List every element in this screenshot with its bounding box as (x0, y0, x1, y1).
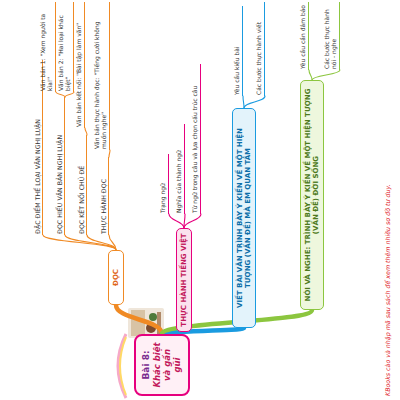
subtopic-text: Từ ngữ trong câu và lựa chọn cấu trúc câ… (192, 64, 201, 214)
node-text: Các bước thực hành nói - nghe (324, 3, 338, 69)
footnote: KBooks cào và nhập mã sau sách để xem th… (384, 184, 391, 396)
sub-branch (169, 214, 184, 228)
node-text: ĐỌC KẾT NỐI CHỦ ĐỀ (78, 136, 85, 234)
subtopic-text: THỰC HÀNH ĐỌC (100, 157, 109, 235)
node-text: Yêu cầu cần đảm bảo (300, 3, 307, 69)
node-text: Bài 8: (141, 340, 151, 390)
sub-branch (65, 235, 116, 250)
node-text: Văn bản thực hành đọc: "Tiếng cười không… (94, 3, 108, 149)
node-text: Văn bản kết nối: "Bài tập làm văn" (76, 3, 83, 127)
node-text: VIẾT BÀI VĂN TRÌNH BÀY Ý KIẾN VỀ MỘT HIỆ… (236, 113, 252, 323)
node-text: Văn bản 1: "Xem người ta kìa!" (40, 3, 54, 91)
sub-branch (109, 150, 110, 157)
photo-plant (149, 313, 157, 321)
branch-box: THỰC HÀNH TIẾNG VIỆT (176, 228, 192, 332)
reading-text: Văn bản 2: "Hai loại khác biệt" (58, 2, 74, 92)
sub-branch (243, 96, 244, 108)
subtopic-text: Yêu cầu kiểu bài (234, 6, 243, 96)
node-text: NÓI VÀ NGHE: TRÌNH BÀY Ý KIẾN VỀ MỘT HIỆ… (304, 85, 320, 305)
node-text: ĐỌC HIỂU VĂN BẢN NGHỊ LUẬN (56, 98, 63, 234)
subtopic-text: ĐỌC HIỂU VĂN BẢN NGHỊ LUẬN (56, 97, 65, 235)
reading-text: Văn bản thực hành đọc: "Tiếng cười không… (94, 2, 110, 150)
subtopic-text: Yêu cầu cần đảm bảo (300, 2, 309, 70)
node-text: ĐỌC (112, 255, 120, 300)
subtopic-text: ĐỌC KẾT NỐI CHỦ ĐỀ (78, 135, 87, 235)
sub-branch (87, 235, 116, 250)
branch-box: NÓI VÀ NGHE: TRÌNH BÀY Ý KIẾN VỀ MỘT HIỆ… (300, 80, 324, 310)
branch-box: VIẾT BÀI VĂN TRÌNH BÀY Ý KIẾN VỀ MỘT HIỆ… (232, 108, 256, 328)
main-branch (116, 305, 162, 334)
node-text: Từ ngữ trong câu và lựa chọn cấu trúc câ… (192, 65, 199, 213)
sub-branch (244, 96, 265, 108)
node-text: Trạng ngữ (160, 155, 167, 213)
node-text: THỰC HÀNH TIẾNG VIỆT (180, 233, 188, 327)
subtopic-text: Nghĩa của thành ngữ (176, 124, 185, 214)
sub-branch (184, 214, 201, 228)
sub-branch (312, 70, 340, 80)
sub-branch (109, 235, 116, 250)
rainbow-arc (120, 337, 126, 395)
node-text: Nghĩa của thành ngữ (176, 125, 183, 213)
sub-branch (43, 235, 116, 250)
subtopic-text: Các bước thực hành viết (256, 2, 265, 96)
subtopic-text: Trạng ngữ (160, 154, 169, 214)
reading-text: Văn bản 1: "Xem người ta kìa!" (40, 2, 56, 92)
subtopic-text: Các bước thực hành nói - nghe (324, 2, 340, 70)
node-text: Các bước thực hành viết (256, 3, 263, 95)
node-text: Yêu cầu kiểu bài (234, 7, 241, 95)
rainbow-arc (118, 334, 126, 398)
node-text: THỰC HÀNH ĐỌC (100, 158, 107, 234)
sub-branch (309, 70, 312, 80)
reading-text: Văn bản kết nối: "Bài tập làm văn" (76, 2, 85, 128)
central-topic: Bài 8:Khác biệt và gần gũi (134, 334, 190, 396)
sub-branch (85, 128, 87, 135)
sub-branch (65, 92, 74, 97)
node-text: Khác biệt và gần gũi (153, 340, 182, 390)
node-text: Văn bản 2: "Hai loại khác biệt" (58, 3, 72, 91)
branch-box: ĐỌC (108, 250, 124, 305)
